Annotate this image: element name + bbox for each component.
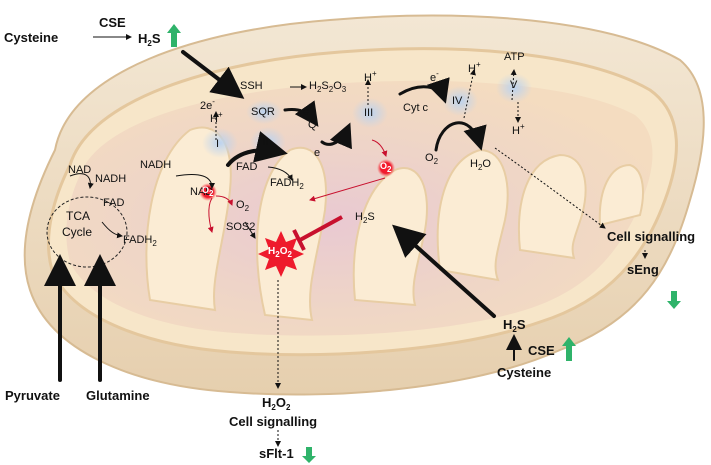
o2-label-2: O2	[425, 152, 439, 166]
inhibition-bar	[292, 215, 343, 251]
ros-superoxide-2	[377, 159, 395, 177]
superoxide-label-1: O2	[202, 185, 214, 198]
seng-label: sEng	[627, 262, 659, 277]
h2o2-burst	[258, 231, 304, 277]
cycle-label: Cycle	[62, 225, 93, 239]
e-label-1: e-	[303, 103, 312, 118]
tca-cycle-ring	[46, 196, 128, 268]
atp-label: ATP	[504, 51, 525, 63]
complex-iii-label: III	[364, 107, 374, 119]
h2s2o3-label: H2S2O3	[309, 80, 347, 94]
two-e-label: 2e-	[200, 97, 215, 112]
pyruvate-label: Pyruvate	[5, 388, 60, 403]
h2o2-bottom-label: H2O2	[262, 395, 291, 412]
nadh-label-1: NADH	[95, 173, 127, 185]
sflt-label: sFlt-1	[259, 446, 294, 461]
cysteine-top-label: Cysteine	[4, 30, 59, 45]
fadh2-label-1: FADH2	[123, 234, 157, 248]
nad-label-1: NAD	[68, 164, 92, 176]
green-arrows	[167, 24, 681, 463]
cell-signalling-label-2: Cell signalling	[607, 229, 696, 244]
cse-top-label: CSE	[99, 15, 126, 30]
superoxide-label-2: O2	[380, 161, 392, 174]
o2-label: O2	[236, 199, 250, 213]
h2s-top-label: H2S	[138, 31, 161, 48]
h2s-right-label: H2S	[503, 317, 526, 334]
cysteine-right-label: Cysteine	[497, 365, 552, 380]
cyt-c-label: Cyt c	[403, 102, 429, 114]
complex-v-label: V	[510, 79, 518, 91]
fad-label-2: FAD	[236, 161, 258, 173]
ssh-label: SSH	[240, 80, 263, 92]
glutamine-label: Glutamine	[86, 388, 150, 403]
cell-signalling-label-1: Cell signalling	[229, 414, 318, 429]
e-label-3: e-	[430, 69, 439, 84]
complex-iv-label: IV	[452, 95, 463, 107]
fadh2-label-2: FADH2	[270, 177, 304, 191]
h2o-label: H2O	[470, 158, 491, 172]
sos2-label: SOS2	[226, 221, 256, 233]
complex-ii-label: II	[262, 136, 269, 148]
hplus-label-1: H+	[210, 110, 223, 125]
hplus-label-3: H+	[468, 60, 481, 75]
hplus-label-2: H+	[364, 69, 377, 84]
q-label: Q	[308, 119, 317, 131]
h2o2-burst-label: H2O2	[268, 246, 292, 259]
nad-label-2: NAD	[190, 186, 214, 198]
complex-i-label: I	[216, 138, 220, 150]
cse-right-label: CSE	[528, 343, 555, 358]
cristae	[145, 126, 644, 322]
fad-label-1: FAD	[103, 197, 125, 209]
tca-label: TCA	[66, 209, 90, 223]
e-label-2: e	[314, 147, 321, 159]
h2s-mid-label: H2S	[355, 211, 375, 225]
hplus-label-4: H+	[512, 122, 525, 137]
sqr-label: SQR	[251, 106, 275, 118]
nadh-label-2: NADH	[140, 159, 172, 171]
